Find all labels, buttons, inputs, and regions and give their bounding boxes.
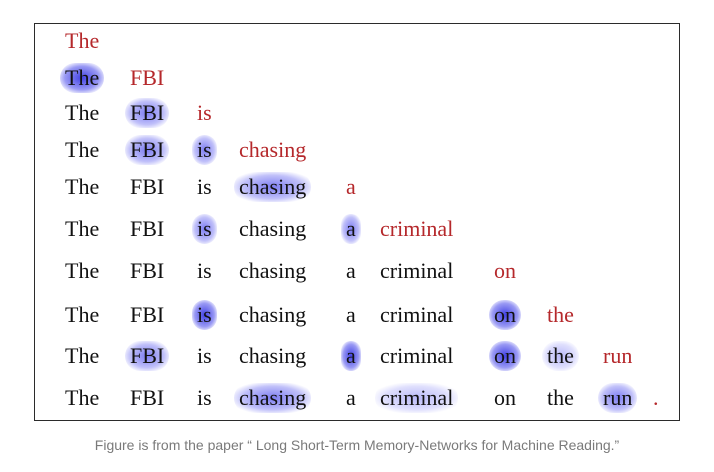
word-token: a: [346, 385, 356, 410]
word-token: The: [65, 258, 100, 283]
word-token: on: [494, 258, 516, 283]
word-token: on: [494, 385, 516, 410]
word-token: chasing: [239, 343, 307, 368]
word-token: The: [65, 100, 100, 125]
word-token: run: [603, 343, 633, 368]
word-token: The: [65, 385, 100, 410]
word-token: is: [197, 100, 212, 125]
word-token: the: [547, 302, 574, 327]
word-token: chasing: [239, 216, 307, 241]
word-token: is: [197, 343, 212, 368]
word-token: FBI: [130, 216, 165, 241]
word-token: a: [346, 174, 356, 199]
word-token: a: [346, 302, 356, 327]
word-token: chasing: [239, 302, 307, 327]
word-token: FBI: [125, 135, 170, 165]
word-token: on: [489, 300, 521, 330]
word-token: FBI: [130, 385, 165, 410]
word-token: chasing: [239, 258, 307, 283]
word-token: The: [65, 174, 100, 199]
word-token: FBI: [130, 65, 165, 90]
word-token: chasing: [234, 383, 312, 413]
word-token: .: [653, 385, 659, 410]
word-token: criminal: [380, 216, 454, 241]
word-token: is: [197, 385, 212, 410]
word-token: the: [547, 385, 574, 410]
word-token: a: [341, 214, 361, 244]
word-token: FBI: [130, 258, 165, 283]
word-token: criminal: [380, 343, 454, 368]
word-token: The: [60, 63, 105, 93]
word-token: criminal: [380, 302, 454, 327]
word-token: a: [341, 341, 361, 371]
word-token: The: [65, 28, 100, 53]
word-token: is: [192, 135, 217, 165]
word-token: FBI: [125, 98, 170, 128]
word-token: the: [542, 341, 579, 371]
word-token: run: [598, 383, 638, 413]
word-token: The: [65, 137, 100, 162]
word-token: FBI: [125, 341, 170, 371]
word-token: FBI: [130, 174, 165, 199]
word-token: criminal: [375, 383, 459, 413]
word-token: is: [197, 258, 212, 283]
word-token: is: [192, 214, 217, 244]
word-token: on: [489, 341, 521, 371]
figure-caption: Figure is from the paper “ Long Short-Te…: [94, 437, 620, 453]
word-token: The: [65, 302, 100, 327]
word-token: is: [192, 300, 217, 330]
word-token: chasing: [234, 172, 312, 202]
word-token: The: [65, 216, 100, 241]
word-token: is: [197, 174, 212, 199]
word-token: chasing: [239, 137, 307, 162]
word-token: a: [346, 258, 356, 283]
word-token: criminal: [380, 258, 454, 283]
word-token: The: [65, 343, 100, 368]
word-token: FBI: [130, 302, 165, 327]
